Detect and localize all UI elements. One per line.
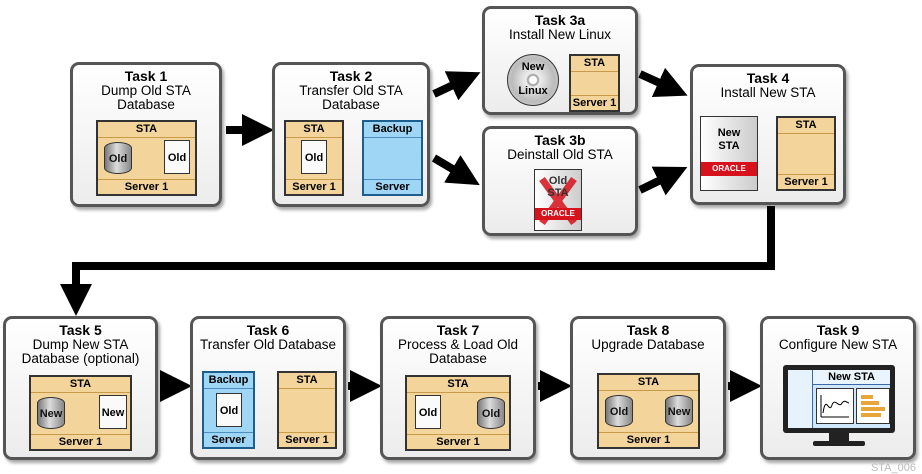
- task-3b-card: Task 3b Deinstall Old STA Old STA ORACLE: [482, 126, 638, 236]
- file-icon: Old: [301, 140, 327, 174]
- server-panel: STA Server 1: [569, 54, 620, 112]
- task-title: Task 7: [436, 322, 480, 338]
- monitor-stand: [829, 433, 849, 442]
- software-package-icon: New STA ORACLE: [700, 116, 758, 191]
- database-icon: New: [665, 395, 693, 427]
- server-label: STA: [286, 122, 342, 138]
- task-title: Task 2: [329, 68, 373, 84]
- task-desc: Dump Old STA Database: [101, 83, 191, 112]
- server-label: Backup: [204, 373, 253, 389]
- server-label: STA: [407, 377, 509, 393]
- server-name: Server 1: [599, 432, 698, 447]
- database-icon: New: [37, 397, 65, 429]
- server-label: STA: [279, 373, 335, 389]
- disc-label: Linux: [518, 85, 548, 97]
- server-name: Server 1: [407, 434, 509, 449]
- line-chart-thumbnail: [816, 388, 854, 424]
- task-title: Task 9: [816, 322, 860, 338]
- server-name: Server 1: [98, 179, 195, 194]
- server-panel: STA Old Server 1: [284, 120, 344, 196]
- server-label: STA: [599, 375, 698, 391]
- package-label: New STA: [717, 127, 741, 152]
- server-label: Backup: [364, 122, 421, 138]
- task-7-card: Task 7 Process & Load Old Database STA O…: [380, 316, 536, 460]
- task-title: Task 3b: [534, 132, 586, 148]
- task-desc: Deinstall Old STA: [507, 147, 613, 162]
- file-icon: Old: [216, 393, 242, 427]
- server-panel: STA Old New Server 1: [597, 373, 700, 449]
- task-title: Task 4: [746, 70, 790, 86]
- server-name: Server 1: [31, 434, 130, 449]
- monitor-base: [813, 441, 865, 446]
- disc-label: New: [521, 61, 545, 73]
- task-title: Task 5: [59, 322, 102, 338]
- arrow-t2-t3b: [431, 154, 480, 186]
- package-label: Old STA: [547, 175, 569, 199]
- server-panel: STA Server 1: [776, 116, 836, 191]
- disc-icon: New Linux: [507, 54, 559, 106]
- file-icon: Old: [415, 395, 441, 429]
- arrow-t4-t5: [60, 206, 775, 316]
- server-name: Server 1: [778, 174, 834, 189]
- server-label: STA: [778, 118, 834, 134]
- task-5-card: Task 5 Dump New STA Database (optional) …: [3, 316, 158, 460]
- server-name: Server: [204, 432, 253, 447]
- server-name: Server 1: [571, 95, 618, 109]
- database-icon: Old: [605, 395, 633, 427]
- server-panel: STA New New Server 1: [29, 375, 132, 451]
- task-desc: Transfer Old Database: [199, 337, 337, 352]
- file-icon: Old: [164, 140, 190, 174]
- task-title: Task 8: [626, 322, 670, 338]
- task-desc: Transfer Old STA Database: [299, 83, 403, 112]
- oracle-logo: ORACLE: [701, 162, 757, 176]
- task-2-card: Task 2 Transfer Old STA Database STA Old…: [272, 62, 430, 207]
- database-icon: Old: [104, 142, 132, 174]
- bar-chart-thumbnail: [856, 388, 890, 424]
- server-name: Server: [364, 179, 421, 194]
- task-desc: Process & Load Old Database: [397, 337, 519, 366]
- task-1-card: Task 1 Dump Old STA Database STA Old Old…: [70, 62, 222, 207]
- task-8-card: Task 8 Upgrade Database STA Old New Serv…: [570, 316, 726, 460]
- file-icon: New: [99, 395, 127, 429]
- arrow-t3b-t4: [638, 166, 688, 196]
- server-label: STA: [98, 122, 195, 138]
- backup-server-panel: Backup Old Server: [202, 371, 255, 449]
- task-9-card: Task 9 Configure New STA New STA: [760, 316, 916, 460]
- server-name: Server 1: [279, 432, 335, 447]
- server-panel: STA Old Old Server 1: [405, 375, 511, 451]
- arrow-t2-t3a: [432, 71, 481, 101]
- task-desc: Dump New STA Database (optional): [21, 337, 140, 366]
- server-panel: STA Old Old Server 1: [96, 120, 197, 196]
- task-title: Task 3a: [534, 12, 586, 28]
- server-name: Server 1: [286, 179, 342, 194]
- task-6-card: Task 6 Transfer Old Database Backup Old …: [190, 316, 346, 460]
- task-title: Task 1: [124, 68, 168, 84]
- task-desc: Install New Linux: [508, 27, 612, 42]
- task-title: Task 6: [246, 322, 290, 338]
- task-4-card: Task 4 Install New STA New STA ORACLE ST…: [690, 64, 846, 205]
- screen-sidebar: [788, 370, 813, 428]
- screen-title: New STA: [813, 370, 890, 385]
- oracle-logo: ORACLE: [535, 208, 581, 220]
- software-package-icon: Old STA ORACLE: [534, 169, 582, 231]
- task-desc: Install New STA: [720, 85, 816, 100]
- database-icon: Old: [477, 397, 505, 429]
- server-label: STA: [571, 56, 618, 72]
- task-desc: Upgrade Database: [591, 337, 705, 352]
- backup-server-panel: Backup Server: [362, 120, 423, 196]
- figure-id: STA_006: [870, 462, 916, 474]
- server-panel: STA Server 1: [277, 371, 337, 449]
- server-label: STA: [31, 377, 130, 393]
- task-3a-card: Task 3a Install New Linux New Linux STA …: [482, 6, 638, 115]
- monitor-icon: New STA: [783, 365, 895, 446]
- arrow-t3a-t4: [638, 67, 688, 97]
- screen: New STA: [788, 370, 890, 428]
- task-desc: Configure New STA: [778, 337, 898, 352]
